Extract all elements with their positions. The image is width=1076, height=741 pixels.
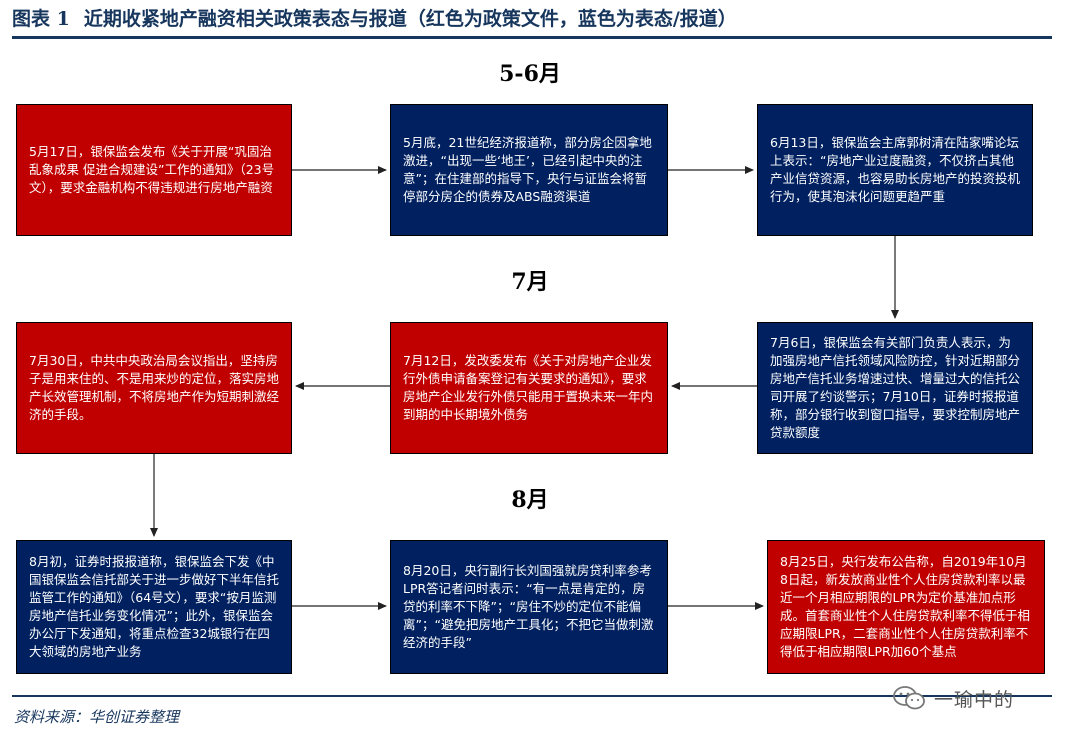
box-aug20-report: 8月20日，央行副行长刘国强就房贷利率参考LPR答记者问时表示：“有一点是肯定的… [390,540,668,674]
section-label-august: 8月 [511,487,549,513]
source-note: 资料来源：华创证券整理 [14,708,180,726]
box-jun13-report: 6月13日，银保监会主席郭树清在陆家嘴论坛上表示：“房地产业过度融资，不仅挤占其… [757,104,1033,236]
figure-title: 图表 1 近期收紧地产融资相关政策表态与报道（红色为政策文件，蓝色为表态/报道） [12,4,1052,32]
watermark: 一瑜中的 [892,684,1014,712]
title-underline [12,36,1052,39]
box-jul30-policy: 7月30日，中共中央政治局会议指出，坚持房子是用来住的、不是用来炒的定位，落实房… [16,322,292,454]
figure-number: 图表 1 [12,8,70,30]
box-jul12-policy: 7月12日，发改委发布《关于对房地产企业发行外债申请备案登记有关要求的通知》，要… [390,322,668,454]
watermark-text: 一瑜中的 [934,688,1015,711]
box-jul6-report: 7月6日，银保监会有关部门负责人表示，为加强房地产信托领域风险防控，针对近期部分… [757,322,1033,454]
box-may17-policy: 5月17日，银保监会发布《关于开展“巩固治乱象成果 促进合规建设”工作的通知》（… [16,104,292,236]
box-may-end-report: 5月底，21世纪经济报道称，部分房企因拿地激进，“出现一些‘地王’，已经引起中央… [390,104,668,236]
footer-rule [12,695,1052,697]
figure-title-text: 近期收紧地产融资相关政策表态与报道（红色为政策文件，蓝色为表态/报道） [83,8,737,30]
wechat-icon [893,686,925,710]
box-aug-early-report: 8月初，证券时报报道称，银保监会下发《中国银保监会信托部关于进一步做好下半年信托… [16,540,292,674]
section-label-july: 7月 [511,269,549,295]
box-aug25-policy: 8月25日，央行发布公告称，自2019年10月8日起，新发放商业性个人住房贷款利… [767,540,1045,674]
section-label-may-june: 5-6月 [499,61,561,87]
